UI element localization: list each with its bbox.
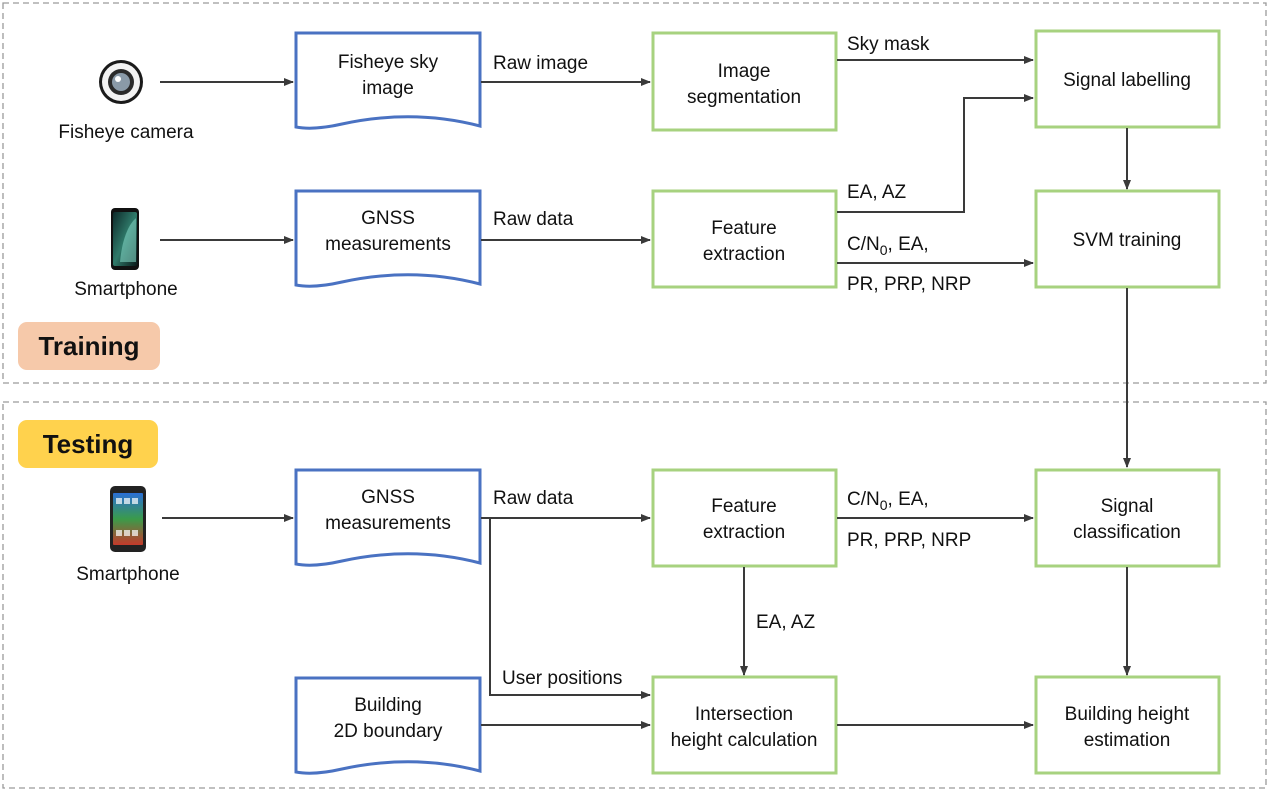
edge-label-raw-image: Raw image [493,53,588,74]
box-label: extraction [703,244,785,265]
box-image-segmentation: Image segmentation [651,31,838,132]
box-building-height-estimation: Building height estimation [1034,675,1221,775]
doc-label: GNSS [361,487,415,508]
fisheye-camera-icon [99,60,143,104]
box-label: Feature [711,496,776,517]
edge-label-ea-az-test: EA, AZ [756,612,816,633]
box-intersection-height: Intersection height calculation [651,675,838,775]
box-signal-classification: Signal classification [1034,468,1221,568]
doc-label: GNSS [361,208,415,229]
arrow-ea-az-to-labelling [837,94,1034,213]
training-region [2,2,1267,384]
doc-testing-gnss: GNSS measurements [294,468,482,567]
doc-building-boundary: Building 2D boundary [294,676,482,775]
edge-label-raw-data-test: Raw data [493,488,574,509]
box-label: Intersection [695,704,793,725]
box-label: extraction [703,522,785,543]
box-label: height calculation [671,730,818,751]
smartphone-icon [110,486,146,552]
testing-badge-bg [18,420,158,468]
testing-region [2,401,1267,789]
edge-label-features-line1: C/N0, EA, [847,234,929,258]
arrow-user-positions [489,518,651,699]
training-badge-label: Training [38,331,139,361]
doc-label: 2D boundary [334,721,443,742]
edge-label-ea-az: EA, AZ [847,182,907,203]
box-label: Signal [1101,496,1154,517]
doc-fisheye-sky-image: Fisheye sky image [294,31,482,130]
box-label: estimation [1084,730,1171,751]
doc-training-gnss: GNSS measurements [294,189,482,288]
edge-label-features-line2: PR, PRP, NRP [847,274,971,295]
edge-label-user-positions: User positions [502,668,622,689]
smartphone-icon [111,208,139,270]
box-label: classification [1073,522,1181,543]
box-svm-training: SVM training [1034,189,1221,289]
box-label: Signal labelling [1063,70,1191,91]
doc-label: measurements [325,234,451,255]
edge-label-features-test-line2: PR, PRP, NRP [847,530,971,551]
edge-label-features-test-line1: C/N0, EA, [847,489,929,513]
box-signal-labelling: Signal labelling [1034,29,1221,129]
box-label: Building height [1065,704,1190,725]
doc-label: Fisheye sky [338,52,439,73]
doc-label: Building [354,695,422,716]
training-badge: Training [18,322,160,370]
testing-badge-label: Testing [43,429,134,459]
box-label: Feature [711,218,776,239]
testing-badge: Testing [18,420,158,468]
training-badge-bg [18,322,160,370]
doc-label: measurements [325,513,451,534]
box-training-feature-extraction: Feature extraction [651,189,838,289]
edge-label-sky-mask: Sky mask [847,34,930,55]
fisheye-camera-label: Fisheye camera [58,122,194,143]
doc-label: image [362,78,414,99]
edge-label-raw-data: Raw data [493,209,574,230]
box-label: segmentation [687,87,801,108]
box-label: Image [718,61,771,82]
training-smartphone-label: Smartphone [74,279,178,300]
box-label: SVM training [1073,230,1182,251]
testing-smartphone-label: Smartphone [76,564,180,585]
box-testing-feature-extraction: Feature extraction [651,468,838,568]
